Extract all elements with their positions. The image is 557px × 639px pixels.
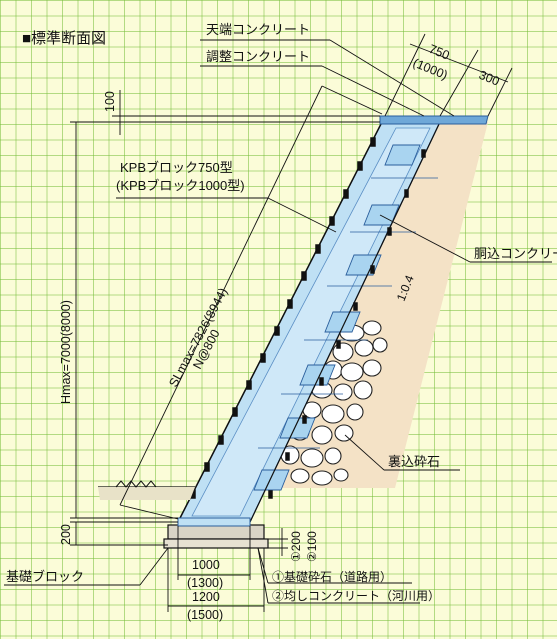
note-foundation-gravel: ①基礎砕石（道路用） (272, 569, 392, 584)
footing-width-dim: 1200 (192, 590, 220, 604)
block-type-alt-label: (KPBブロック1000型) (116, 178, 245, 193)
adjust-concrete-label: 調整コンクリート (206, 49, 310, 64)
height-dim: Hmax=7000(8000) (59, 300, 73, 404)
top-back-dim: 300 (477, 68, 502, 89)
foundation-block (163, 517, 269, 549)
block-joints (258, 177, 438, 449)
top-concrete-label: 天端コンクリート (206, 22, 310, 37)
top-offset-dim: 100 (103, 91, 117, 112)
foundation-block-label: 基礎ブロック (6, 569, 84, 584)
back-gravel-label: 裏込砕石 (388, 454, 440, 469)
top-cap-concrete (379, 115, 489, 125)
block-type-label: KPBブロック750型 (120, 160, 233, 175)
top-width-dim: 750 (427, 42, 452, 63)
front-face (177, 121, 441, 523)
ground-surface (98, 480, 195, 500)
note-leveling-concrete: ②均しコンクリート（河川用） (272, 589, 440, 603)
backfill-area-upper (282, 122, 488, 488)
backfill-concrete-label: 胴込コンクリート (474, 246, 557, 261)
foot-thickness-1-dim: ①200 (289, 531, 303, 562)
foot-thickness-2-dim: ②100 (305, 531, 319, 562)
footing-width-alt-dim: (1500) (187, 608, 223, 622)
base-width-alt-dim: (1300) (187, 576, 223, 590)
page-title: ■標準断面図 (22, 30, 106, 47)
bottom-offset-dim: 200 (59, 524, 73, 545)
slope-length-dim: SLmax=7826(8944) (166, 286, 230, 390)
base-width-dim: 1000 (192, 558, 220, 572)
leader-lines (4, 39, 552, 604)
dimension-lines (70, 33, 513, 612)
